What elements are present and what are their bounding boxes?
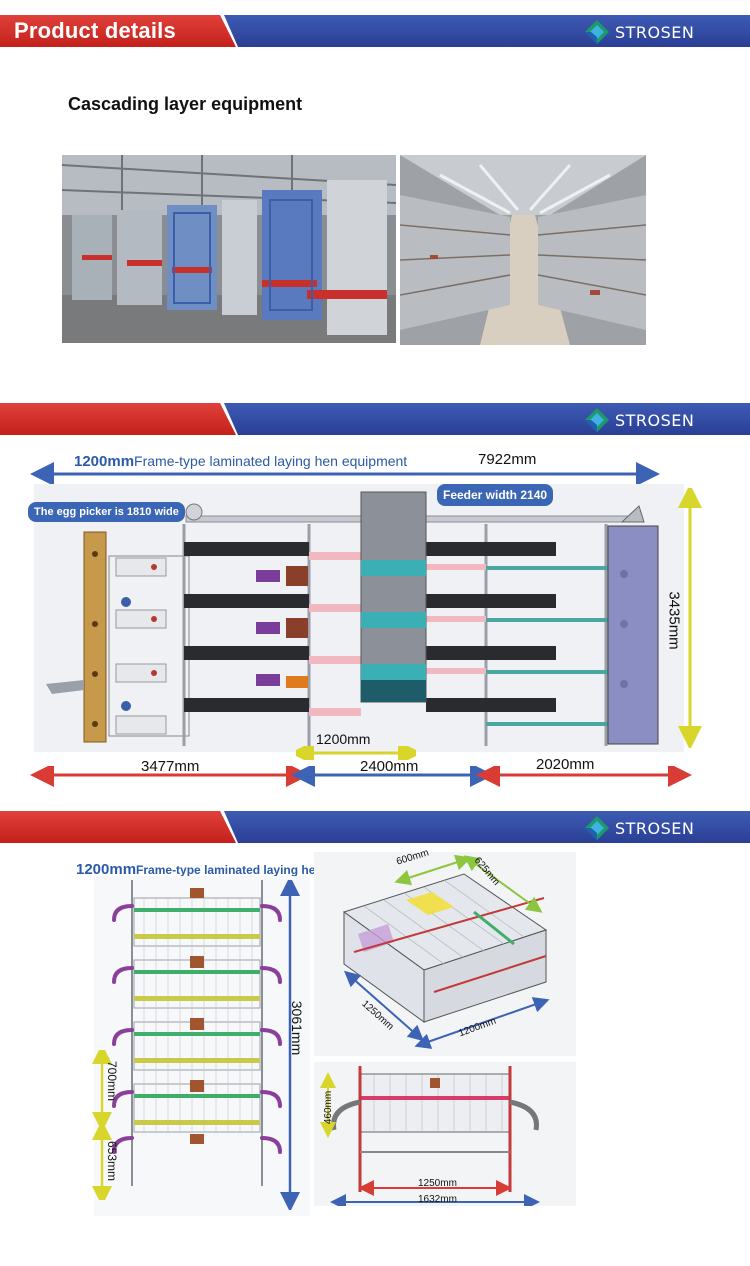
header-banner-2: STROSEN — [0, 403, 750, 435]
header-banner-1: Product details STROSEN — [0, 15, 750, 47]
banner-title: Product details — [14, 18, 176, 43]
bottom-gap-label: 653mm — [105, 1140, 120, 1182]
segment-label-1: 3477mm — [141, 758, 200, 775]
banner-blue-stripe — [224, 403, 750, 435]
section2-title: 1200mmFrame-type laminated laying hen eq… — [74, 453, 407, 470]
diamond-logo-icon — [585, 408, 609, 432]
height-arrow — [678, 488, 702, 748]
front-dim-inner: 1250mm — [418, 1178, 457, 1189]
inner-width-label: 1200mm — [316, 731, 371, 747]
banner-blue-stripe — [224, 15, 750, 47]
segment-label-3: 2020mm — [536, 756, 595, 773]
total-length-label: 7922mm — [478, 451, 537, 468]
section-heading: Cascading layer equipment — [68, 94, 303, 114]
banner-red-stripe — [0, 811, 236, 843]
end-view-drawing — [94, 876, 310, 1216]
banner-red-stripe — [0, 15, 236, 47]
title-size: 1200mm — [76, 861, 137, 878]
height-label: 3435mm — [665, 591, 683, 650]
brand-name: STROSEN — [615, 22, 695, 42]
brand-name: STROSEN — [615, 818, 695, 838]
diamond-logo-icon — [585, 816, 609, 840]
segment-arrows — [30, 766, 692, 787]
inner-width-arrow — [296, 746, 416, 760]
feeder-note: Feeder width 2140 — [437, 484, 554, 506]
photo-cage-rows — [62, 155, 396, 343]
header-banner-3: STROSEN — [0, 811, 750, 843]
front-view-drawing — [314, 1062, 576, 1210]
brand-logo: STROSEN — [584, 815, 694, 841]
tier-gap-label: 700mm — [105, 1060, 120, 1102]
stack-height-arrow — [280, 880, 300, 1210]
side-elevation-drawing — [34, 484, 684, 752]
front-dim-outer: 1632mm — [418, 1194, 457, 1205]
title-size: 1200mm — [74, 453, 135, 470]
title-text: Frame-type laminated laying hen equipmen… — [134, 453, 408, 469]
isometric-drawing — [314, 852, 576, 1056]
brand-name: STROSEN — [615, 410, 695, 430]
brand-logo: STROSEN — [584, 19, 694, 45]
banner-blue-stripe — [224, 811, 750, 843]
tier-gap-arrows — [92, 1050, 112, 1200]
egg-picker-note: The egg picker is 1810 wide — [28, 502, 185, 522]
brand-logo: STROSEN — [584, 407, 694, 433]
diamond-logo-icon — [585, 20, 609, 44]
banner-red-stripe — [0, 403, 236, 435]
stack-height-label: 3061mm — [289, 1000, 306, 1056]
front-dim-height: 460mm — [323, 1090, 335, 1125]
photo-cage-aisle — [400, 155, 646, 345]
segment-label-2: 2400mm — [360, 758, 419, 775]
